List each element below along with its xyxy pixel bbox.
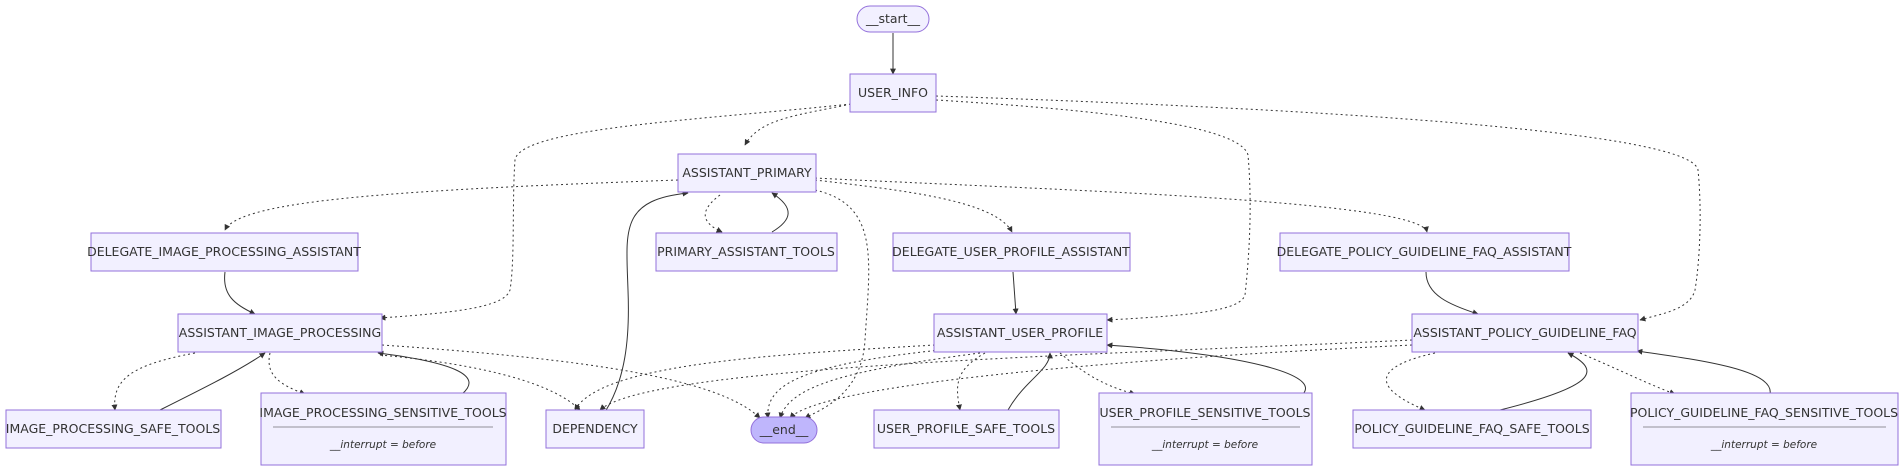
edge-user-profile-end-a (764, 349, 941, 419)
node-end-label: __end__ (759, 422, 809, 437)
edges (111, 33, 1771, 419)
edge-user-profile-safe-back (1007, 352, 1053, 411)
node-assistant-image-label: ASSISTANT_IMAGE_PROCESSING (179, 325, 381, 340)
node-primary-tools[interactable]: PRIMARY_ASSISTANT_TOOLS (655, 232, 838, 272)
node-image-sensitive[interactable]: IMAGE_PROCESSING_SENSITIVE_TOOLS __inter… (259, 392, 507, 466)
edge-primary-delegate-policy (814, 177, 1429, 233)
node-assistant-user-profile-label: ASSISTANT_USER_PROFILE (937, 325, 1103, 340)
edge-user-info-assistant-primary (744, 103, 852, 146)
edge-image-safe-image (159, 352, 266, 411)
edge-delegate-image-assistant-image (224, 271, 256, 315)
edge-primary-tools-primary (771, 192, 789, 233)
node-image-safe-label: IMAGE_PROCESSING_SAFE_TOOLS (6, 421, 221, 436)
node-image-sensitive-label: IMAGE_PROCESSING_SENSITIVE_TOOLS (259, 405, 506, 420)
edge-primary-end (804, 189, 870, 419)
edge-image-image-safe (111, 352, 196, 411)
node-policy-safe-label: POLICY_GUIDELINE_FAQ_SAFE_TOOLS (1354, 421, 1589, 436)
edge-delegate-user-profile-assistant-user-profile (1012, 271, 1019, 315)
edge-primary-delegate-image (224, 179, 679, 231)
node-delegate-user-profile[interactable]: DELEGATE_USER_PROFILE_ASSISTANT (892, 232, 1131, 272)
edge-policy-safe-back (1499, 352, 1588, 411)
node-assistant-image[interactable]: ASSISTANT_IMAGE_PROCESSING (177, 313, 383, 353)
node-delegate-user-profile-label: DELEGATE_USER_PROFILE_ASSISTANT (892, 244, 1130, 259)
node-user-profile-sensitive[interactable]: USER_PROFILE_SENSITIVE_TOOLS __interrupt… (1098, 392, 1313, 466)
node-policy-safe[interactable]: POLICY_GUIDELINE_FAQ_SAFE_TOOLS (1352, 409, 1592, 449)
edge-policy-sensitive-back (1636, 348, 1771, 395)
edge-user-profile-end-b (778, 352, 981, 419)
node-assistant-primary[interactable]: ASSISTANT_PRIMARY (677, 153, 817, 193)
node-image-sensitive-note: __interrupt = before (329, 439, 436, 451)
node-dependency[interactable]: DEPENDENCY (545, 409, 645, 449)
node-user-info-label: USER_INFO (858, 85, 928, 100)
edge-user-info-assistant-user-profile (935, 99, 1251, 323)
edge-policy-safe (1385, 352, 1436, 411)
edge-user-info-assistant-image (379, 103, 852, 321)
node-user-info[interactable]: USER_INFO (849, 73, 937, 113)
edge-image-image-sensitive (268, 352, 306, 395)
node-policy-sensitive-note: __interrupt = before (1710, 439, 1817, 451)
edge-primary-delegate-user-profile (814, 179, 1013, 233)
edge-image-sensitive-image (377, 350, 470, 395)
edge-primary-primary-tools (704, 194, 723, 233)
node-assistant-policy[interactable]: ASSISTANT_POLICY_GUIDELINE_FAQ (1411, 313, 1639, 353)
edge-delegate-policy-assistant-policy (1425, 271, 1479, 316)
node-delegate-image[interactable]: DELEGATE_IMAGE_PROCESSING_ASSISTANT (87, 232, 361, 272)
node-image-safe[interactable]: IMAGE_PROCESSING_SAFE_TOOLS (5, 409, 222, 449)
node-delegate-policy[interactable]: DELEGATE_POLICY_GUIDELINE_FAQ_ASSISTANT (1277, 232, 1572, 272)
edge-user-profile-safe (955, 352, 986, 411)
node-delegate-policy-label: DELEGATE_POLICY_GUIDELINE_FAQ_ASSISTANT (1277, 244, 1572, 259)
node-start-label: __start__ (865, 11, 921, 26)
node-user-profile-sensitive-label: USER_PROFILE_SENSITIVE_TOOLS (1099, 405, 1310, 420)
edge-user-profile-dependency (574, 344, 936, 411)
node-user-profile-safe[interactable]: USER_PROFILE_SAFE_TOOLS (873, 409, 1060, 449)
edge-policy-dependency (599, 339, 1413, 411)
edge-policy-sensitive (1579, 352, 1676, 395)
node-assistant-primary-label: ASSISTANT_PRIMARY (682, 165, 812, 180)
node-user-profile-sensitive-note: __interrupt = before (1151, 439, 1258, 451)
node-end[interactable]: __end__ (750, 416, 818, 444)
node-dependency-label: DEPENDENCY (552, 421, 638, 436)
node-start[interactable]: __start__ (856, 5, 930, 33)
edge-image-end (381, 344, 761, 419)
edge-user-info-assistant-policy (935, 95, 1701, 322)
node-policy-sensitive[interactable]: POLICY_GUIDELINE_FAQ_SENSITIVE_TOOLS __i… (1630, 392, 1899, 466)
node-assistant-policy-label: ASSISTANT_POLICY_GUIDELINE_FAQ (1413, 325, 1636, 340)
edge-image-dependency (379, 354, 581, 411)
edge-user-profile-sensitive-back (1106, 342, 1306, 395)
edge-user-profile-sensitive (1059, 352, 1136, 396)
node-policy-sensitive-label: POLICY_GUIDELINE_FAQ_SENSITIVE_TOOLS (1630, 405, 1898, 420)
node-primary-tools-label: PRIMARY_ASSISTANT_TOOLS (657, 244, 835, 259)
node-user-profile-safe-label: USER_PROFILE_SAFE_TOOLS (877, 421, 1055, 436)
node-delegate-image-label: DELEGATE_IMAGE_PROCESSING_ASSISTANT (87, 244, 361, 259)
edge-dependency-primary (604, 190, 689, 413)
node-assistant-user-profile[interactable]: ASSISTANT_USER_PROFILE (933, 313, 1108, 353)
